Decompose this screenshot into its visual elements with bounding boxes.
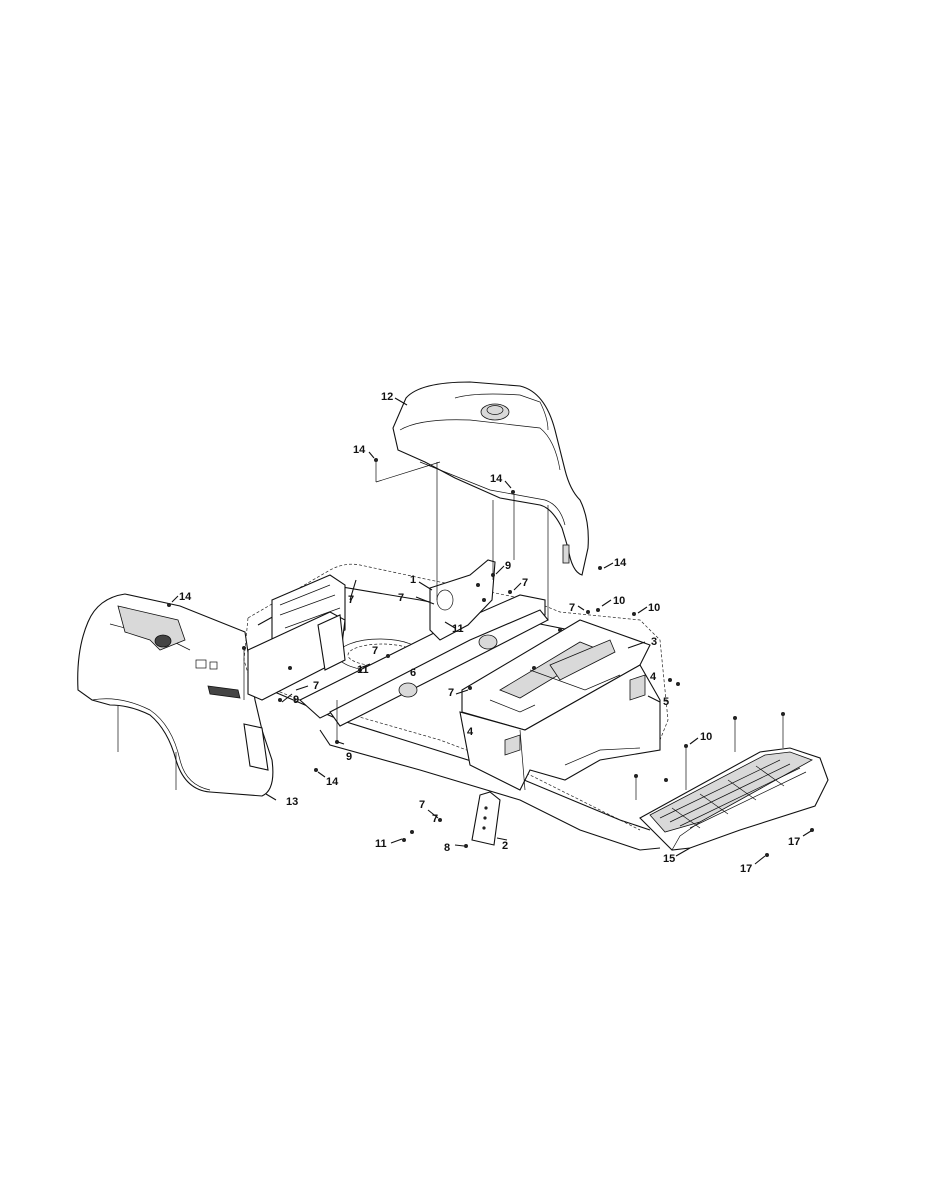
callout-6: 6 [410,667,416,679]
callout-7-plate: 7 [569,602,575,614]
frame-crossmembers [247,559,549,727]
callout-7-shift-lower: 7 [432,813,438,825]
callout-5: 5 [663,696,669,708]
callout-4-right: 4 [650,671,657,683]
front-hood [77,593,274,797]
callout-11-top: 11 [452,623,464,635]
callout-9-rear: 9 [505,560,511,572]
leader-lines [171,397,812,865]
callout-15: 15 [663,853,675,865]
callout-13: 13 [286,796,298,808]
callout-14-hood-top: 14 [179,591,192,603]
callout-7-center: 7 [372,645,378,657]
rear-fender [392,381,589,576]
callout-7-top-left: 7 [398,592,404,604]
callout-7-seat: 7 [448,687,454,699]
callout-10-left: 10 [613,595,625,607]
callout-2: 2 [502,840,508,852]
footboard [639,747,829,851]
seat-mount-plate [461,619,651,731]
floor-pan [459,664,661,791]
callout-1: 1 [410,574,416,586]
callout-9-left: 9 [293,694,299,706]
callout-17-left: 17 [740,863,752,875]
callout-14-rear-center: 14 [490,473,503,485]
callout-7-left-frame: 7 [313,680,319,692]
callout-9-front: 9 [346,751,352,763]
callout-4-left: 4 [467,726,474,738]
callout-3: 3 [651,636,657,648]
callout-labels: 12 14 14 14 14 14 9 9 9 1 7 7 7 7 7 7 7 … [179,391,800,875]
callout-10-right: 10 [648,602,660,614]
callout-14-rear-left: 14 [353,444,366,456]
callout-8: 8 [444,842,450,854]
callout-7-hood: 7 [348,594,354,606]
callout-10-footboard: 10 [700,731,712,743]
footboard-tread-pattern [659,759,807,829]
callout-17-right: 17 [788,836,800,848]
callout-7-shift-upper: 7 [419,799,425,811]
callout-12: 12 [381,391,393,403]
shift-guide-bracket [471,791,501,846]
callout-14-hood-bottom: 14 [326,776,339,788]
callout-11-front: 11 [375,838,387,850]
callout-7-top-center: 7 [522,577,528,589]
callout-14-rear-right: 14 [614,557,627,569]
callout-11-center: 11 [357,664,369,676]
